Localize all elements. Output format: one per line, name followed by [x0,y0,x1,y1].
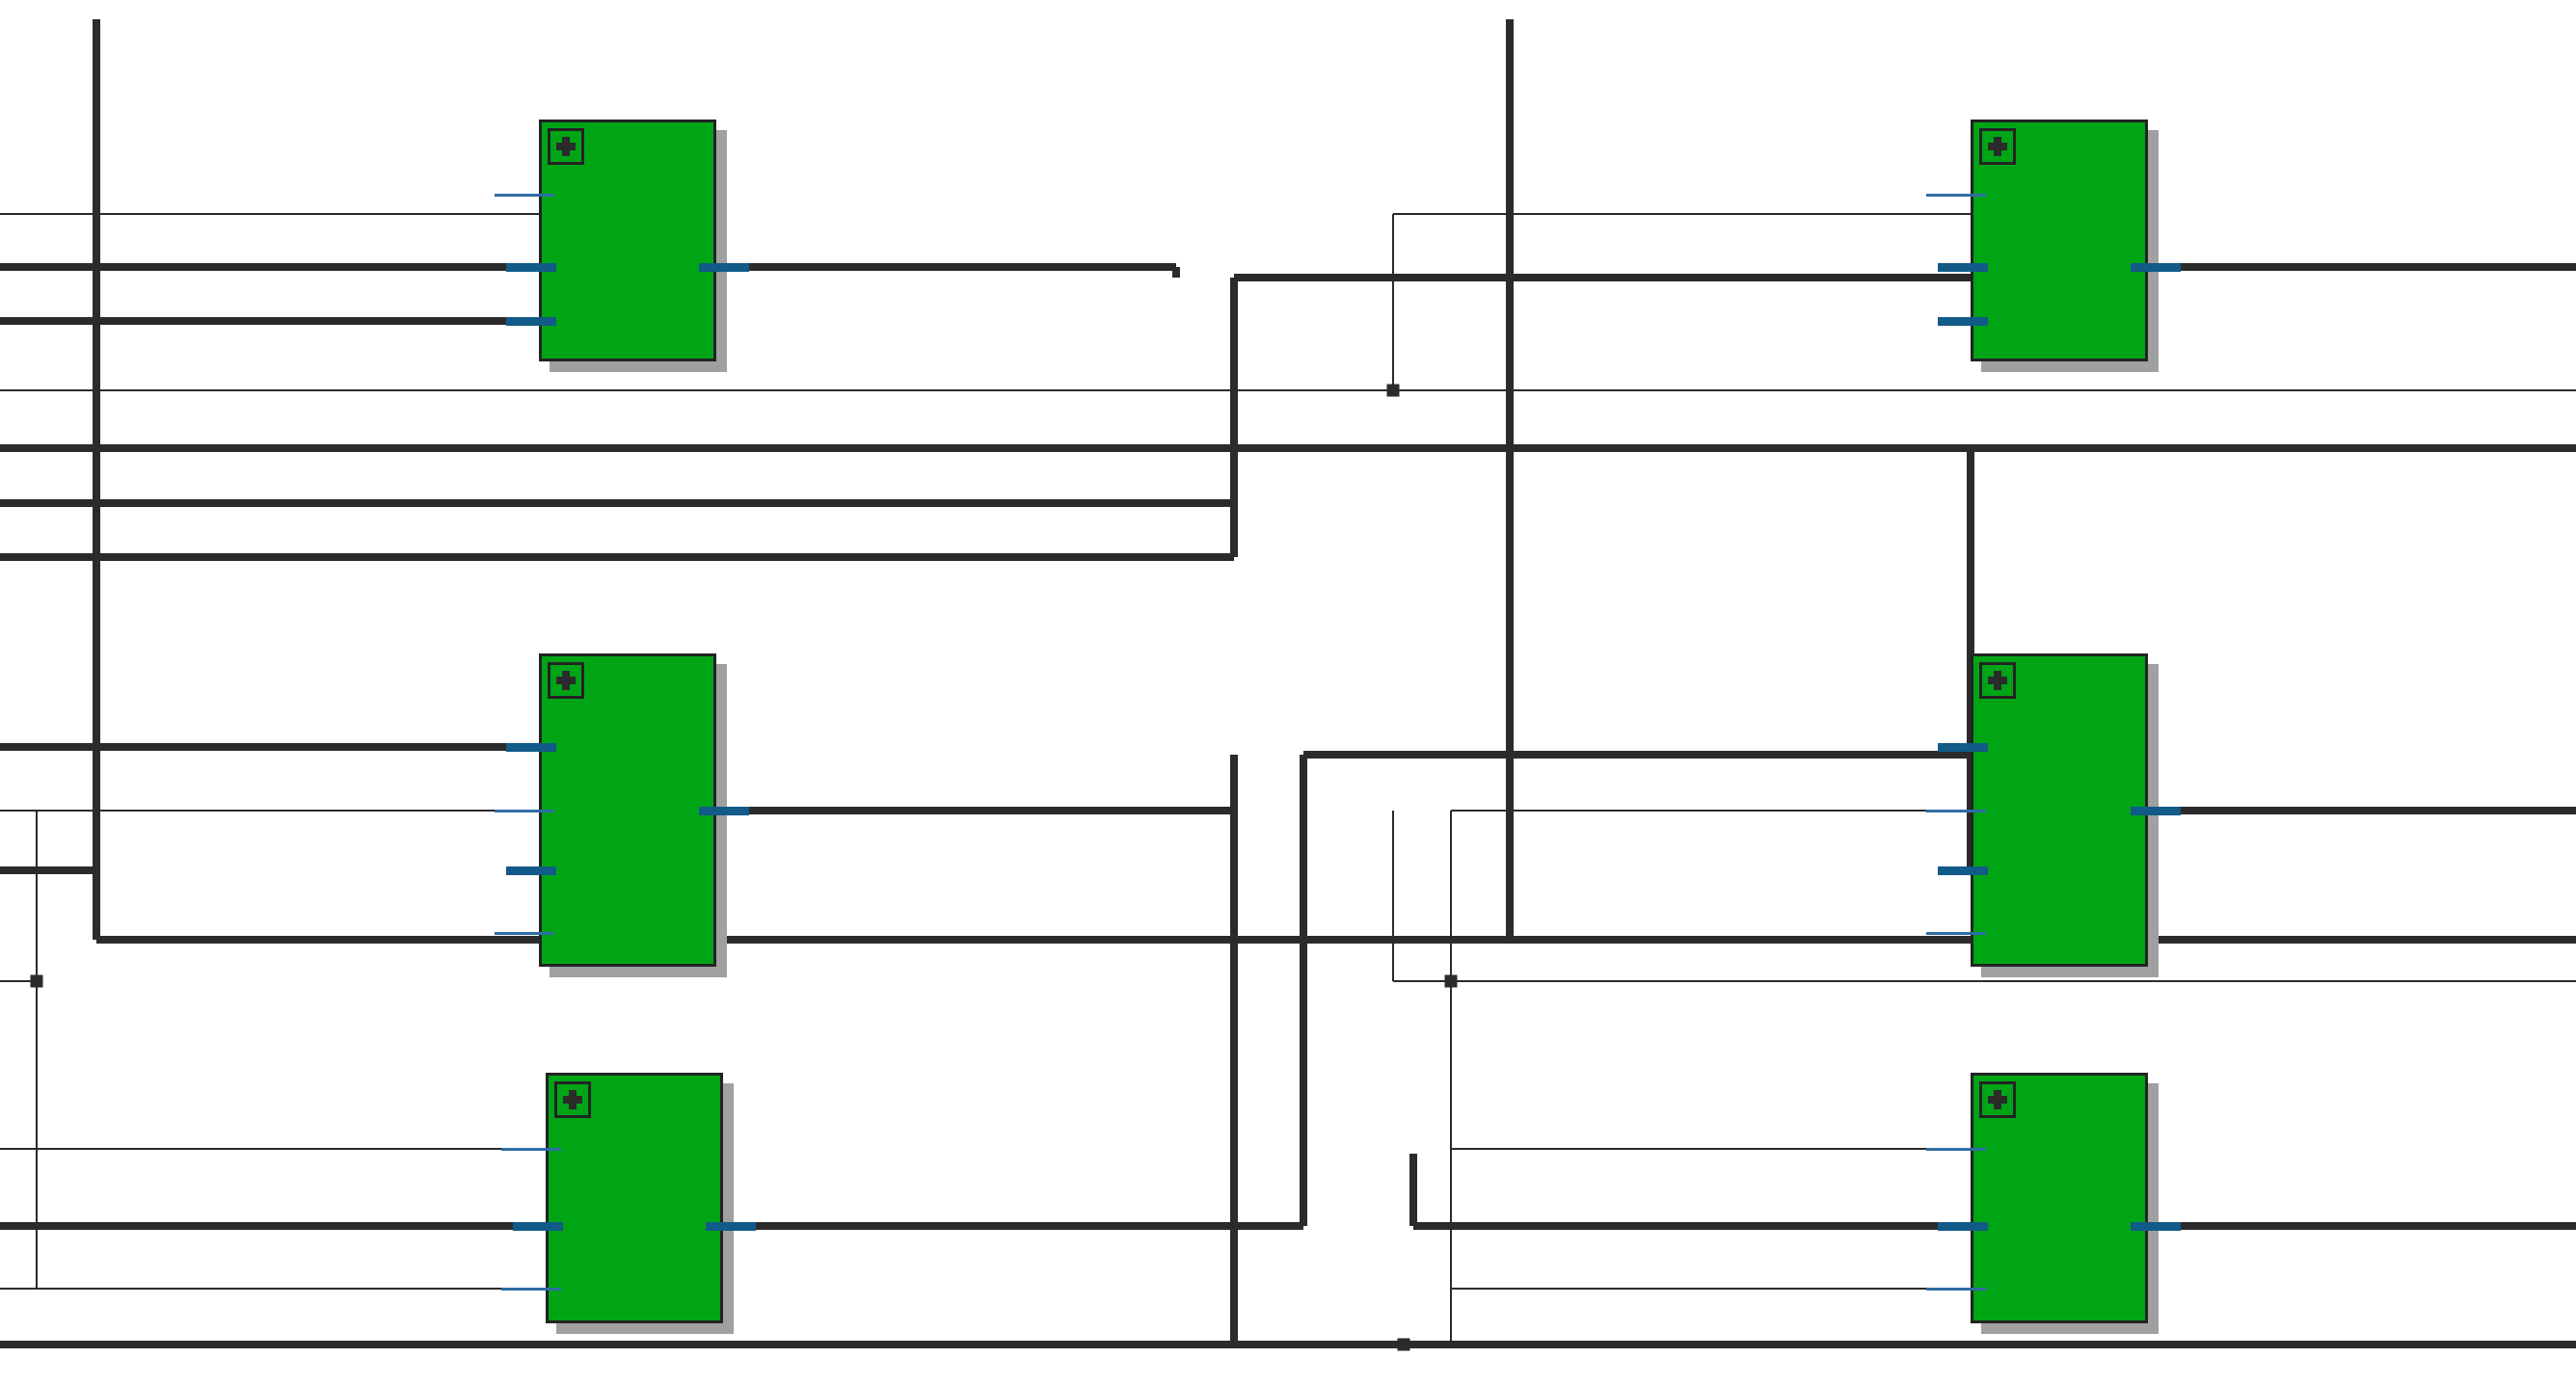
input-signal-stub [495,194,554,197]
wire-junction-dot [30,974,43,988]
input-signal-stub [501,1288,561,1291]
block-body[interactable] [1971,653,2148,967]
input-bus-stub [506,866,556,875]
plus-expand-icon[interactable] [554,1081,591,1118]
wire-junction-dot [1386,384,1400,397]
input-signal-stub [1926,194,1986,197]
wire-junction-dot [1397,1338,1410,1351]
block-body[interactable] [546,1073,723,1323]
input-signal-stub [1926,810,1986,812]
input-signal-stub [1926,932,1986,935]
block-body[interactable] [539,120,716,361]
block-body[interactable] [1971,1073,2148,1323]
input-bus-stub [506,263,556,272]
block-body[interactable] [1971,120,2148,361]
block-body[interactable] [539,653,716,967]
input-bus-stub [1938,866,1988,875]
input-bus-stub [1938,743,1988,752]
output-bus-stub [699,263,749,272]
input-signal-stub [495,810,554,812]
input-signal-stub [1926,1148,1986,1151]
output-bus-stub [2131,1222,2181,1231]
input-bus-stub [513,1222,563,1231]
input-bus-stub [506,317,556,326]
input-bus-stub [1938,1222,1988,1231]
plus-expand-icon[interactable] [548,662,584,699]
input-signal-stub [501,1148,561,1151]
input-bus-stub [1938,317,1988,326]
output-bus-stub [2131,807,2181,815]
input-bus-stub [506,743,556,752]
input-signal-stub [1926,1288,1986,1291]
output-bus-stub [699,807,749,815]
plus-expand-icon[interactable] [548,128,584,165]
plus-expand-icon[interactable] [1979,128,2016,165]
wire-junction-dot [1444,974,1458,988]
plus-expand-icon[interactable] [1979,662,2016,699]
output-bus-stub [706,1222,756,1231]
input-signal-stub [495,932,554,935]
input-bus-stub [1938,263,1988,272]
output-bus-stub [2131,263,2181,272]
plus-expand-icon[interactable] [1979,1081,2016,1118]
